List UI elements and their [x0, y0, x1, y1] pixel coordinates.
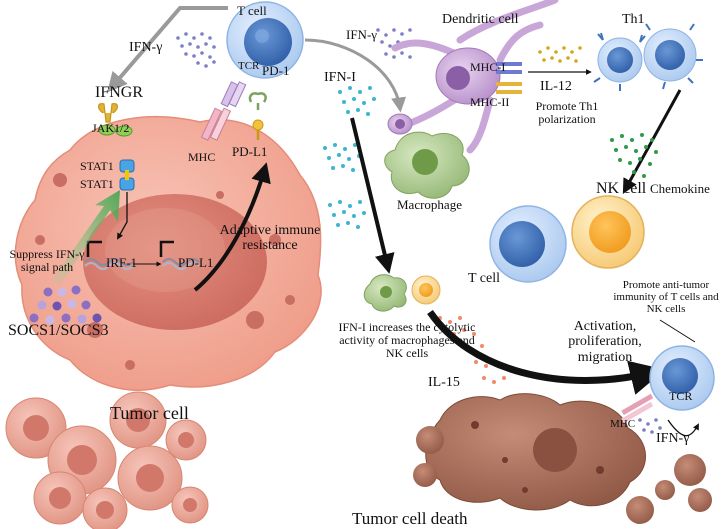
ifn-i-label: IFN-I: [324, 70, 356, 85]
il12-label: IL-12: [540, 79, 572, 94]
ifn-i-increase-label: IFN-I increases the cytolytic activity o…: [338, 320, 476, 361]
adaptive-resistance-arrow: [193, 162, 271, 292]
pdl1-label: PD-L1: [232, 144, 268, 159]
il12-dots: [538, 46, 582, 63]
pd1-pdl1: [248, 92, 267, 140]
mhc-bottom-label: MHC: [610, 418, 636, 430]
promote-antitumor-label: Promote anti-tumor immunity of T cells a…: [613, 279, 719, 316]
dendritic-cell: [391, 0, 559, 154]
ifn-i-dots: [323, 86, 376, 229]
th1-cells: [593, 23, 703, 91]
mhc-left-label: MHC: [188, 150, 216, 164]
ifn-gamma-bottom-arrow: [667, 419, 699, 437]
th1-label: Th1: [622, 12, 645, 27]
tcell-macrophage-arrow: [304, 38, 407, 113]
promote-th1-label: Promote Th1 polarization: [535, 99, 599, 127]
mhc-tcr-complex: [200, 81, 247, 141]
chemokine-dots: [610, 133, 658, 178]
small-macrophage: [363, 274, 407, 312]
pdl1-gene-label: PD-L1: [178, 255, 214, 270]
ifngr-receptor: [98, 103, 118, 123]
t-cell-top-label: T cell: [237, 3, 267, 18]
tcr-bottom-label: TCR: [669, 389, 693, 403]
ifn-gamma-dots-bottom: [638, 418, 662, 434]
il15-label: IL-15: [428, 375, 460, 390]
t-cell-top: [226, 1, 304, 79]
ifn-gamma-top-label: IFN-γ: [129, 40, 163, 55]
activation-label: Activation, proliferation, migration: [568, 319, 642, 365]
suppress-arrow: [52, 190, 120, 285]
mhc-dc: [496, 62, 522, 94]
macrophage-label: Macrophage: [397, 197, 462, 212]
t-cell-mid-label: T cell: [468, 271, 501, 286]
socs-molecules: [29, 285, 102, 325]
dead-tumor-cells: [413, 393, 712, 524]
irf1-label: IRF-1: [106, 255, 138, 270]
tumor-cell-cluster: [5, 391, 209, 529]
adaptive-label: Adaptive immune resistance: [219, 223, 321, 254]
ifn-gamma-bottom-label: IFN-γ: [656, 431, 690, 446]
jak-proteins: [98, 124, 133, 137]
macrophage: [384, 131, 470, 199]
stat1-b-label: STAT1: [80, 177, 114, 191]
suppress-label: Suppress IFN-γ signal path: [9, 247, 85, 275]
chemokine-label: Chemokine: [650, 181, 710, 196]
small-dendritic-cell: [387, 113, 413, 135]
mhc2-label: MHC-II: [470, 95, 510, 109]
stat1-dimer: [119, 159, 135, 191]
tcell-ifngr-arrow: [107, 6, 228, 93]
ifn-gamma-dots-top: [176, 32, 216, 68]
jak-label: JAK1/2: [92, 121, 130, 135]
t-cell-bottom: [649, 345, 715, 411]
tumor-cell: [14, 115, 322, 391]
t-cell-mid: [489, 205, 567, 283]
tumor-cell-label: Tumor cell: [110, 403, 189, 423]
socs-label: SOCS1/SOCS3: [8, 322, 109, 339]
nk-cell: [571, 195, 645, 269]
pdl1-gene: [159, 240, 200, 270]
activation-arrow: [427, 310, 666, 395]
nk-cell-label: NK cell: [596, 180, 647, 197]
tcr-top-label: TCR: [238, 60, 260, 72]
stat1-irf1-arrow: [117, 192, 128, 240]
mhc1-label: MHC-I: [470, 60, 506, 74]
tcr-mhc-bottom: [621, 393, 654, 424]
ifn-i-arrow: [350, 117, 395, 274]
pd1-label: PD-1: [262, 63, 290, 78]
dendritic-cell-label: Dendritic cell: [442, 12, 519, 27]
ifngr-label: IFNGR: [95, 84, 144, 101]
stat1-a-label: STAT1: [80, 159, 114, 173]
tumor-death-label: Tumor cell death: [352, 509, 468, 528]
promote-connector: [659, 319, 696, 343]
ifn-gamma-dots-dc: [376, 28, 412, 59]
small-nk-cell: [411, 275, 441, 305]
ifn-gamma-dc-label: IFN-γ: [346, 27, 378, 42]
